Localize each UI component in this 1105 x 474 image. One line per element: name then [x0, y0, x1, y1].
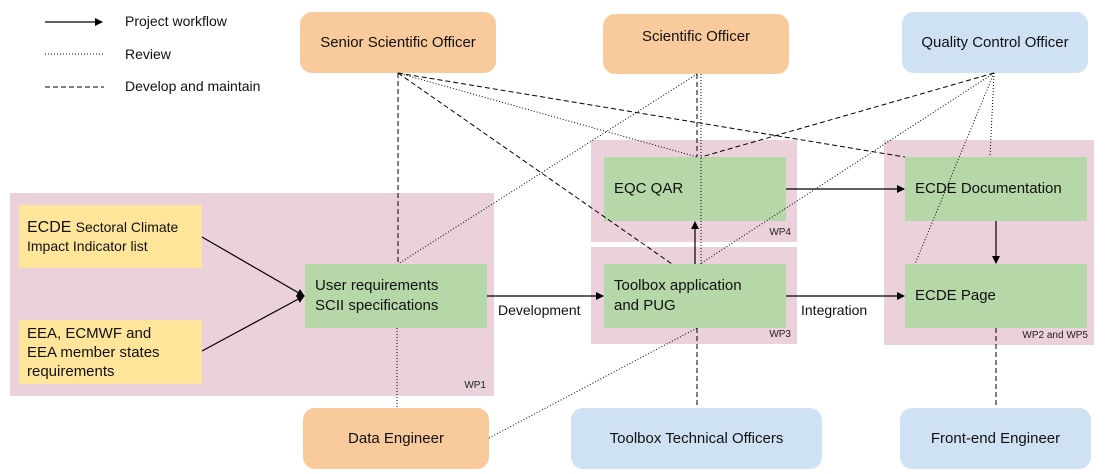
- senior-scientific-officer-role: Senior Scientific Officer: [300, 12, 496, 73]
- integration-label: Integration: [801, 302, 868, 318]
- eqc-qar-text: EQC QAR: [614, 180, 684, 197]
- data-engineer-text: Data Engineer: [348, 430, 444, 447]
- review-qco-to-toolbox: [699, 72, 995, 265]
- ecde-indicator-list-box: ECDE Sectoral Climate Impact Indicator l…: [19, 205, 202, 268]
- frontend-engineer-text: Front-end Engineer: [930, 430, 1061, 447]
- frontend-engineer-role: Front-end Engineer: [900, 408, 1091, 469]
- ecde-list-text-b: Sectoral Climate: [75, 218, 179, 235]
- review-qco-to-ecde-page: [914, 72, 995, 265]
- scientific-officer-text: Scientific Officer: [641, 27, 751, 45]
- develop-qco-to-eqc: [700, 72, 995, 158]
- development-label: Development: [498, 302, 581, 318]
- review-so-to-user-req: [397, 73, 698, 265]
- review-qco-to-ecde-doc: [989, 72, 995, 158]
- ecde-documentation-box: ECDE Documentation: [905, 157, 1087, 221]
- toolbox-application-box: Toolbox application and PUG: [604, 264, 786, 328]
- ecde-documentation-text: ECDE Documentation: [915, 180, 1062, 197]
- eea-text-1: EEA, ECMWF and: [27, 324, 152, 342]
- quality-control-officer-text: Quality Control Officer: [921, 34, 1069, 51]
- wp1-label: WP1: [464, 380, 486, 391]
- toolbox-technical-officers-role: Toolbox Technical Officers: [571, 408, 822, 469]
- wp25-label: WP2 and WP5: [1022, 330, 1088, 341]
- eqc-qar-box: EQC QAR: [604, 157, 786, 221]
- toolbox-text-1: Toolbox application: [614, 277, 742, 294]
- scientific-officer-role: Scientific Officer: [603, 14, 789, 74]
- review-de-to-toolbox: [488, 327, 698, 439]
- develop-sso-to-toolbox: [397, 72, 673, 265]
- ecde-list-text-a: ECDE: [27, 218, 72, 236]
- wp4-label: WP4: [769, 227, 791, 238]
- user-req-text-2: SCII specifications: [315, 297, 439, 314]
- eea-requirements-box: EEA, ECMWF and EEA member states require…: [19, 320, 202, 384]
- user-req-text-1: User requirements: [315, 277, 439, 294]
- data-engineer-role: Data Engineer: [303, 408, 489, 469]
- eea-text-3: requirements: [27, 362, 115, 380]
- ecde-list-text-c: Impact Indicator list: [27, 237, 148, 254]
- toolbox-text-2: and PUG: [614, 297, 676, 314]
- arrow-ecde-list-to-user-req: [201, 236, 305, 297]
- senior-scientific-officer-text: Senior Scientific Officer: [320, 34, 476, 51]
- eea-text-2: EEA member states: [27, 343, 160, 361]
- user-requirements-box: User requirements SCII specifications: [305, 264, 487, 328]
- toolbox-technical-officers-text: Toolbox Technical Officers: [609, 430, 784, 447]
- legend-workflow-label: Project workflow: [125, 13, 227, 29]
- quality-control-officer-role: Quality Control Officer: [902, 12, 1088, 73]
- develop-sso-to-ecde-doc: [397, 72, 906, 158]
- legend-develop-label: Develop and maintain: [125, 78, 261, 94]
- review-sso-to-eqc: [397, 72, 698, 158]
- arrow-eea-to-user-req: [201, 295, 305, 352]
- ecde-page-text: ECDE Page: [915, 287, 996, 304]
- legend-review-label: Review: [125, 46, 171, 62]
- ecde-page-box: ECDE Page: [905, 264, 1087, 328]
- wp3-label: WP3: [769, 329, 791, 340]
